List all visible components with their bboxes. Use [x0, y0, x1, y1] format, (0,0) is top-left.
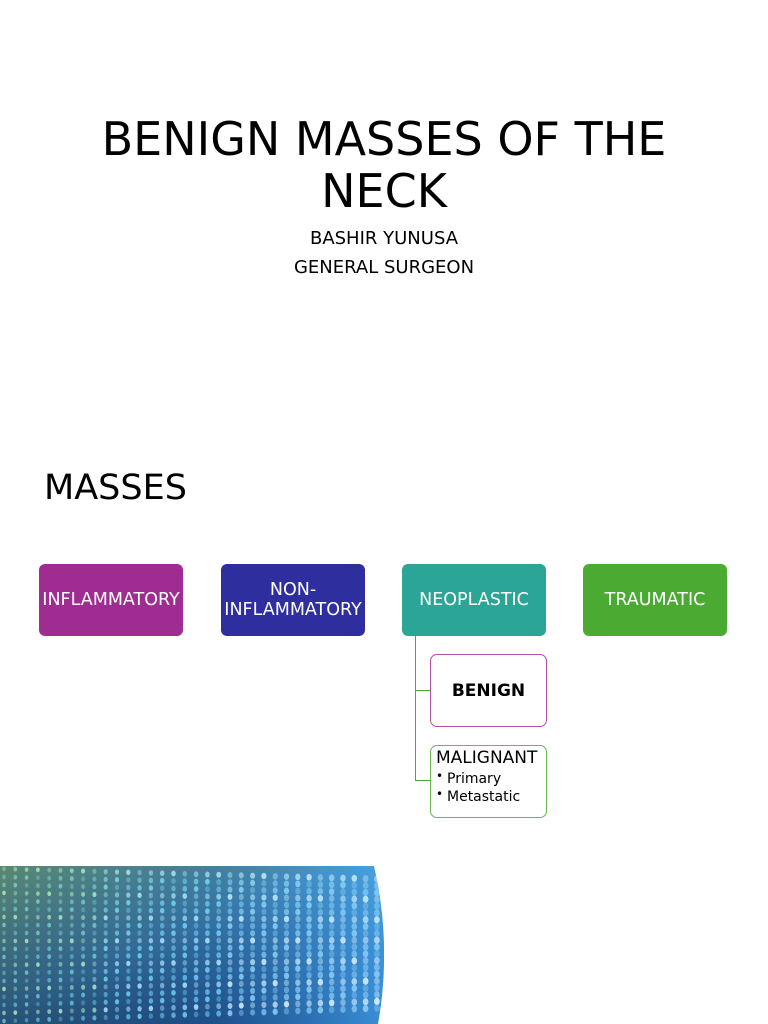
subcategory-benign: BENIGN [430, 654, 547, 727]
list-item-primary: Primary [436, 770, 546, 788]
author-role: GENERAL SURGEON [184, 257, 584, 279]
category-neoplastic: NEOPLASTIC [402, 564, 546, 636]
category-inflammatory: INFLAMMATORY [39, 564, 183, 636]
malignant-label: MALIGNANT [436, 749, 540, 768]
slide-heading: MASSES [44, 466, 187, 510]
author-name: BASHIR YUNUSA [184, 228, 584, 250]
tree-connector-benign [415, 690, 430, 691]
list-item-metastatic: Metastatic [436, 788, 546, 806]
title-slide: BENIGN MASSES OF THE NECK BASHIR YUNUSA … [0, 0, 768, 430]
masses-slide: MASSES INFLAMMATORY NON-INFLAMMATORY NEO… [0, 430, 768, 1024]
category-traumatic: TRAUMATIC [583, 564, 727, 636]
tree-connector-malignant [415, 780, 430, 781]
led-wall-graphic [0, 866, 384, 1024]
category-non-inflammatory: NON-INFLAMMATORY [221, 564, 365, 636]
tree-connector-vertical [415, 636, 416, 781]
subcategory-malignant: MALIGNANT Primary Metastatic [430, 745, 547, 818]
malignant-list: Primary Metastatic [436, 770, 546, 806]
slide-title: BENIGN MASSES OF THE NECK [100, 113, 668, 217]
